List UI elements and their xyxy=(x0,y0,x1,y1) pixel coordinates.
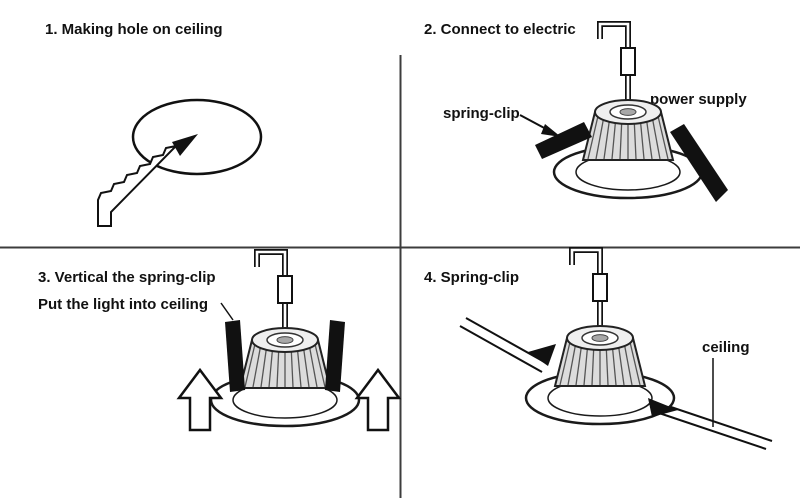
downlight-panel4 xyxy=(526,250,674,424)
installed-spring-clip-left xyxy=(528,344,556,366)
ceiling-plane-right-line2 xyxy=(661,403,773,442)
ceiling-plane-right-line1 xyxy=(655,411,767,450)
vertical-spring-clip-left xyxy=(225,320,245,392)
downlight-panel2 xyxy=(554,24,702,198)
power-supply-label: power supply xyxy=(650,91,747,108)
installed-spring-clip-right xyxy=(648,398,678,417)
panel-4-title: 4. Spring-clip xyxy=(424,269,519,286)
clip-pointer-line xyxy=(220,302,234,321)
panel-2-title: 2. Connect to electric xyxy=(424,21,576,38)
ceiling-plane-left-line1 xyxy=(459,325,543,373)
panel-3-insert-light: 3. Vertical the spring-clip Put the ligh… xyxy=(38,252,402,432)
spring-clip-left xyxy=(535,122,592,159)
up-arrow-left-icon xyxy=(176,367,224,432)
ceiling-label: ceiling xyxy=(702,339,750,356)
saw-tool xyxy=(97,144,179,227)
up-arrow-right-icon xyxy=(354,367,402,432)
panel-4-installed: 4. Spring-clip ceiling xyxy=(424,250,773,450)
panel-2-connect-electric: 2. Connect to electric spring-clip power… xyxy=(424,21,747,202)
panel-1-title: 1. Making hole on ceiling xyxy=(45,21,223,38)
panel-3-title-line2: Put the light into ceiling xyxy=(38,296,208,313)
spring-clip-pointer-arrow-icon xyxy=(541,124,561,137)
spring-clip-pointer-line xyxy=(519,114,549,131)
panel-1-hole-cutting: 1. Making hole on ceiling xyxy=(45,21,263,227)
vertical-spring-clip-right xyxy=(325,320,345,392)
panel-3-title-line1: 3. Vertical the spring-clip xyxy=(38,269,216,286)
cutting-direction-arrow-icon xyxy=(172,134,198,156)
spring-clip-right xyxy=(670,124,728,202)
spring-clip-label: spring-clip xyxy=(443,105,520,122)
